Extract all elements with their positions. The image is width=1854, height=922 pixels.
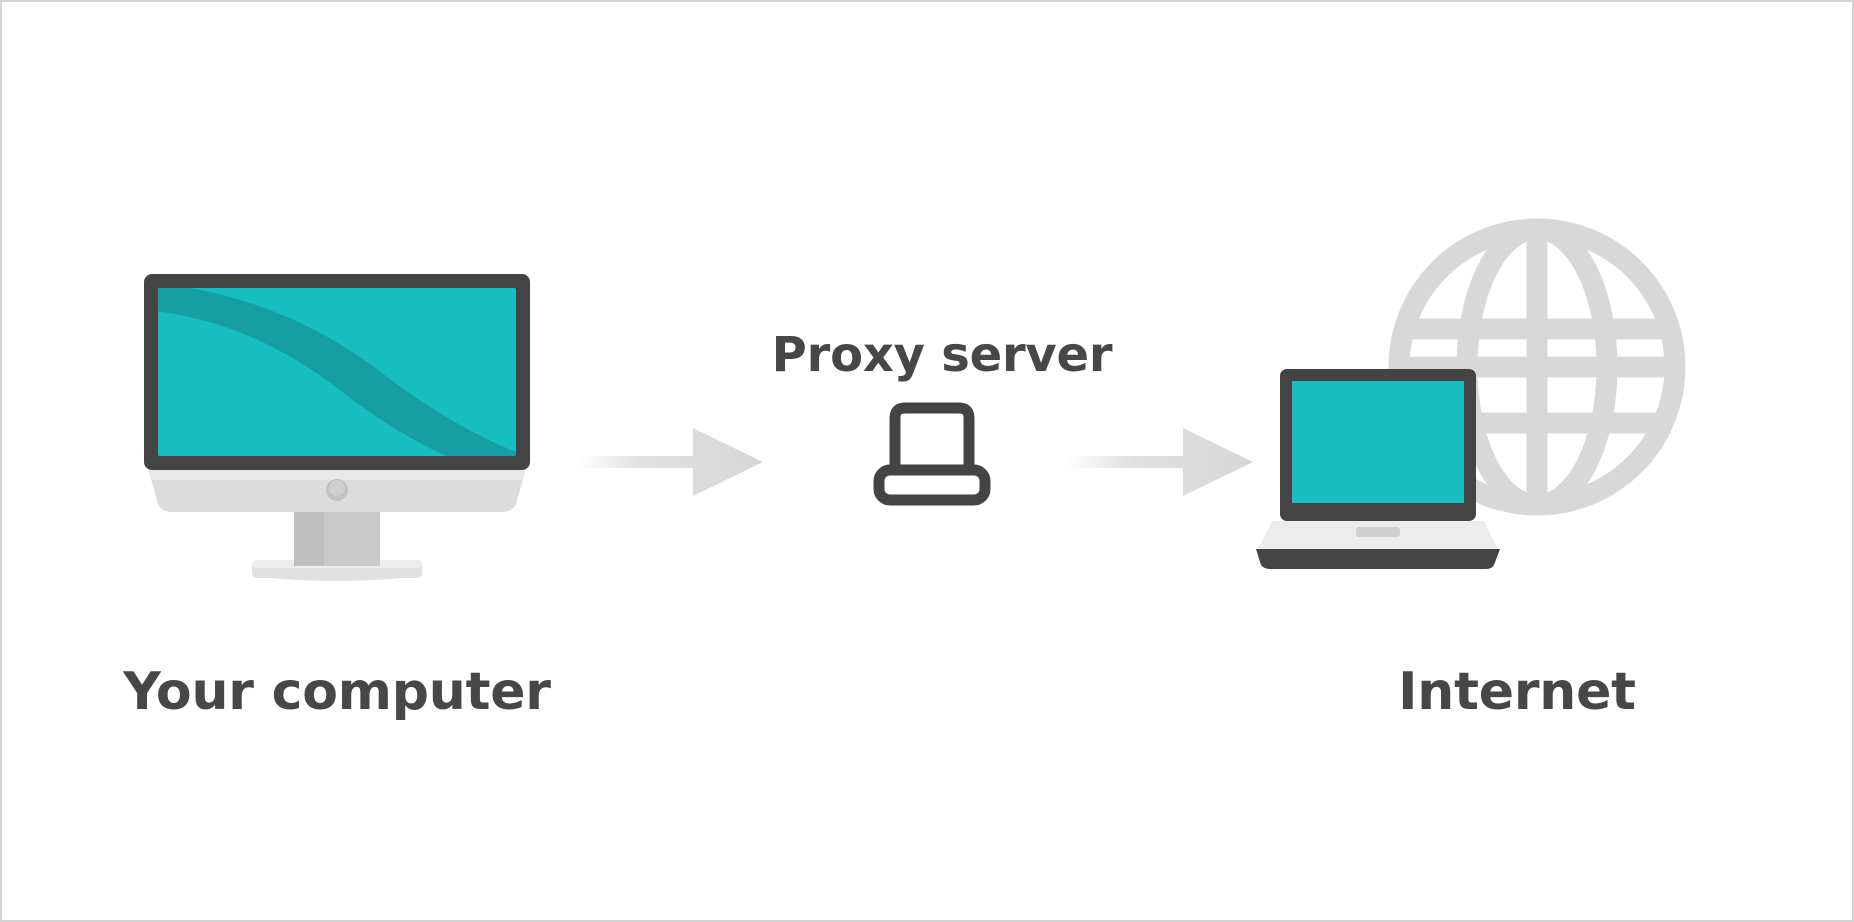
laptop-icon <box>1256 369 1500 569</box>
laptop-screen <box>1292 381 1464 503</box>
label-your-computer: Your computer <box>123 662 551 722</box>
node-your-computer[interactable] <box>142 272 532 612</box>
connector-arrow-2 <box>1067 422 1267 502</box>
desktop-monitor-icon <box>144 274 530 581</box>
arrow-2-shape <box>1067 428 1253 496</box>
laptop-trackpad <box>1356 527 1400 537</box>
node-internet[interactable] <box>1256 217 1686 617</box>
connector-arrow-1 <box>577 422 777 502</box>
laptop-front-edge <box>1256 549 1500 569</box>
monitor-power-button-inner <box>329 480 345 496</box>
monitor-chin-highlight <box>148 468 526 480</box>
arrow-right-icon <box>577 428 763 496</box>
laptop-base-outline <box>873 464 991 506</box>
globe-with-laptop-icon <box>1256 218 1686 569</box>
monitor-screen-swoosh <box>158 288 516 456</box>
label-internet: Internet <box>1398 662 1636 722</box>
node-proxy-server[interactable] <box>867 402 997 512</box>
label-proxy-server: Proxy server <box>771 327 1113 383</box>
laptop-outline-icon <box>873 402 991 506</box>
arrow-1-shape <box>577 428 763 496</box>
arrow-right-icon <box>1067 428 1253 496</box>
laptop-lid-outline <box>889 402 975 476</box>
